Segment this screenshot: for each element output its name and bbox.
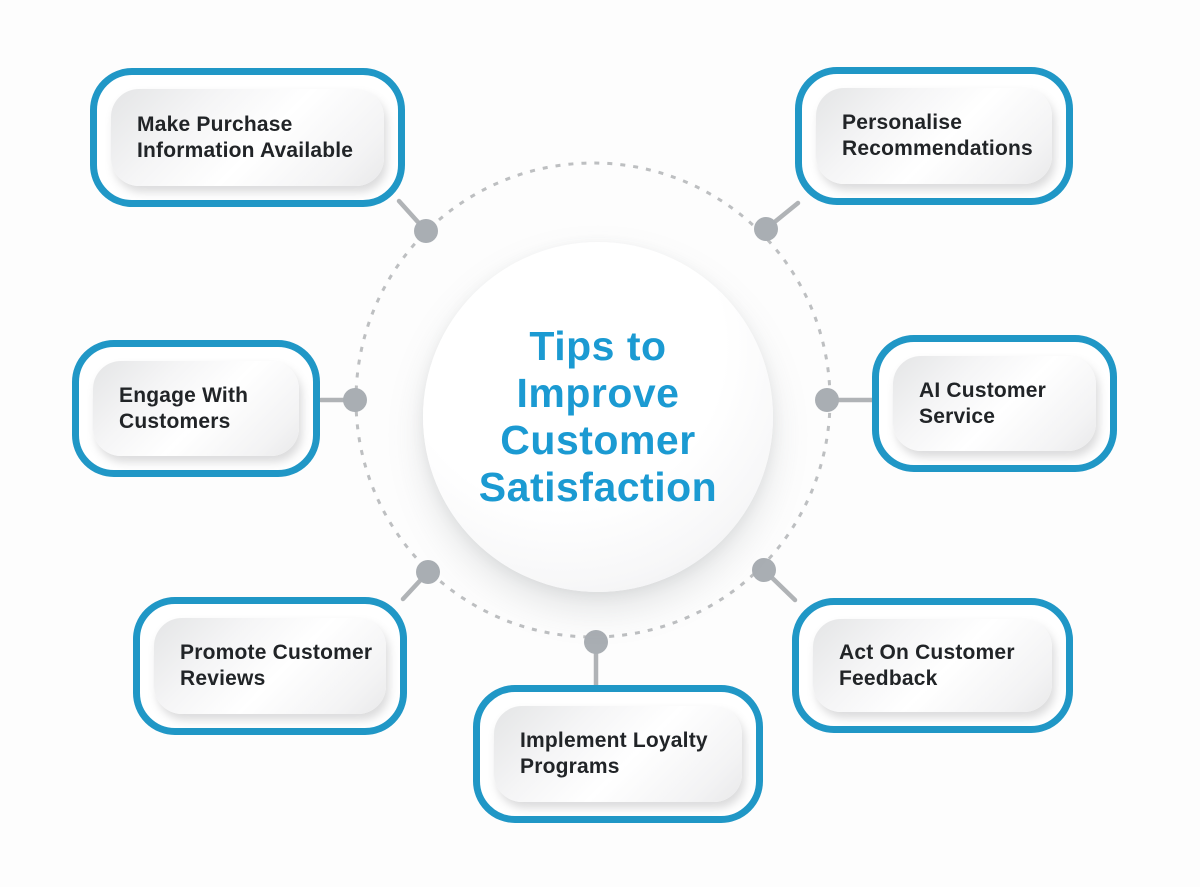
node-act-on-customer-feedback: Act On Customer Feedback bbox=[792, 598, 1073, 733]
node-label: AI Customer Service bbox=[919, 378, 1047, 428]
node-label: Make Purchase Information Available bbox=[137, 112, 354, 162]
diagram-title: Tips to Improve Customer Satisfaction bbox=[479, 323, 717, 511]
node-personalise-recommendations: Personalise Recommendations bbox=[795, 67, 1073, 205]
title-line: Satisfaction bbox=[478, 464, 718, 510]
node-label: Implement Loyalty Programs bbox=[520, 729, 708, 778]
node-card: Engage With Customers bbox=[93, 361, 299, 456]
ring-dot-top-right bbox=[754, 217, 778, 241]
ring-dot-top-left bbox=[414, 219, 438, 243]
node-promote-customer-reviews: Promote Customer Reviews bbox=[133, 597, 407, 735]
title-line: Tips to bbox=[529, 323, 667, 369]
title-line: Improve bbox=[516, 370, 680, 416]
node-engage-with-customers: Engage With Customers bbox=[72, 340, 320, 477]
node-label: Personalise Recommendations bbox=[842, 111, 1033, 160]
node-card: Act On Customer Feedback bbox=[813, 619, 1052, 712]
node-label: Promote Customer Reviews bbox=[180, 641, 373, 690]
title-line: Customer bbox=[500, 417, 696, 463]
ring-dot-bottom-center bbox=[584, 630, 608, 654]
node-card: Implement Loyalty Programs bbox=[494, 706, 742, 802]
center-circle: Tips to Improve Customer Satisfaction bbox=[423, 242, 773, 592]
ring-dot-mid-left bbox=[343, 388, 367, 412]
node-card: AI Customer Service bbox=[893, 356, 1096, 451]
node-card: Make Purchase Information Available bbox=[111, 89, 384, 186]
node-label: Engage With Customers bbox=[119, 383, 249, 433]
ring-dot-mid-right bbox=[815, 388, 839, 412]
node-card: Promote Customer Reviews bbox=[154, 618, 386, 714]
node-make-purchase-information-available: Make Purchase Information Available bbox=[90, 68, 405, 207]
node-card: Personalise Recommendations bbox=[816, 88, 1052, 184]
node-label: Act On Customer Feedback bbox=[839, 640, 1015, 690]
ring-dot-bottom-left bbox=[416, 560, 440, 584]
ring-dot-bottom-right bbox=[752, 558, 776, 582]
node-ai-customer-service: AI Customer Service bbox=[872, 335, 1117, 472]
node-implement-loyalty-programs: Implement Loyalty Programs bbox=[473, 685, 763, 823]
